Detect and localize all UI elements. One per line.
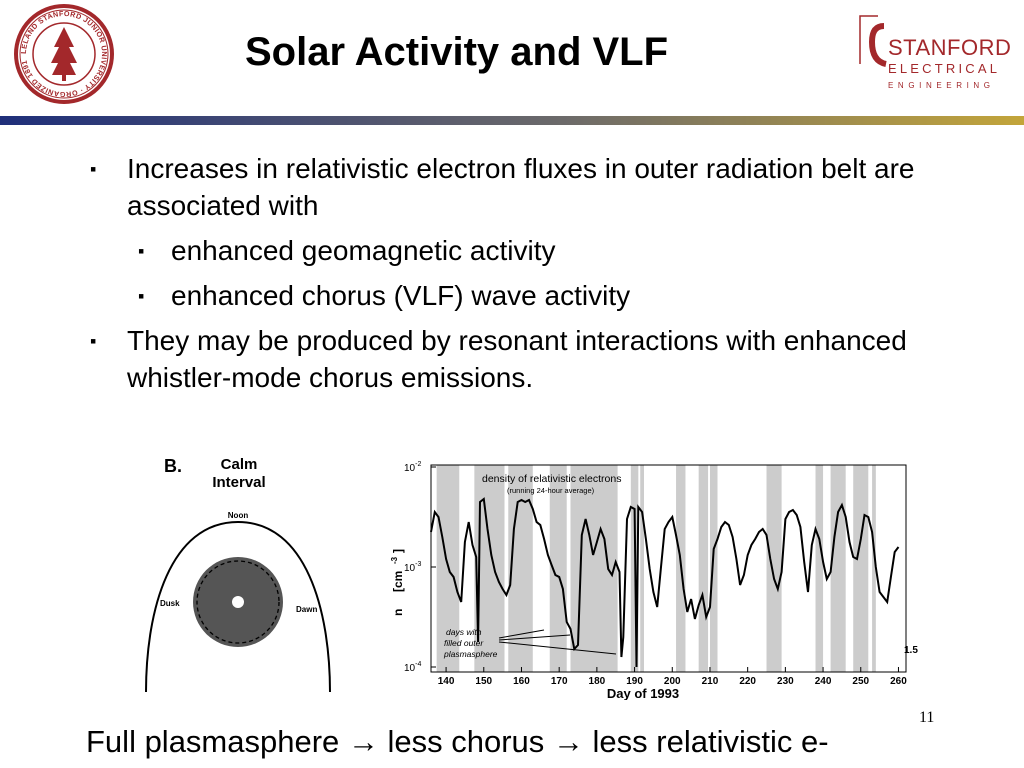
y-tick-label: 10-3	[404, 561, 421, 574]
dawn-label: Dawn	[296, 605, 317, 614]
bullet-list: ▪ Increases in relativistic electron flu…	[90, 150, 970, 396]
header-divider	[0, 116, 1024, 125]
stanford-seal-logo: LELAND STANFORD JUNIOR UNIVERSITY · ORGA…	[14, 4, 114, 104]
earth-marker	[232, 596, 244, 608]
shaded-day-band	[830, 465, 846, 672]
x-tick-label: 190	[626, 676, 643, 687]
y-axis-label-main: n	[391, 609, 405, 616]
x-tick-label: 160	[513, 676, 530, 687]
plot-frame	[430, 464, 907, 673]
y-axis-label-exp: -3	[390, 556, 399, 564]
magnetopause-boundary	[145, 520, 331, 693]
arrow-note-line1: days with	[446, 627, 482, 637]
x-tick-label: 140	[438, 676, 455, 687]
shaded-day-band	[709, 465, 718, 672]
series-line-density	[430, 497, 900, 668]
bullet-item: ▪ They may be produced by resonant inter…	[90, 322, 970, 396]
noon-label: Noon	[228, 511, 249, 520]
shaded-day-band	[549, 465, 567, 672]
bullet-marker: ▪	[90, 159, 97, 179]
sub-bullet-text: enhanced chorus (VLF) wave activity	[171, 280, 631, 311]
y-tick-label: 10-4	[404, 661, 421, 674]
diagram-title: Calm	[221, 456, 258, 473]
page-number: 11	[919, 709, 935, 726]
slide-title: Solar Activity and VLF	[245, 30, 669, 74]
shaded-day-band	[698, 465, 709, 672]
bullet-marker: ▪	[138, 286, 145, 306]
x-tick-label: 240	[815, 676, 832, 687]
chart-annotation-title: density of relativistic electrons	[482, 473, 621, 485]
bullet-marker: ▪	[138, 241, 145, 261]
svg-text:ENGINEERING: ENGINEERING	[888, 81, 995, 90]
plasmapause-dashed	[196, 560, 280, 644]
bullet-text: Increases in relativistic electron fluxe…	[127, 153, 915, 221]
bullet-text: They may be produced by resonant interac…	[127, 325, 907, 393]
y-axis-label: n [cm -3 ]	[390, 549, 405, 616]
sub-bullet-item: ▪ enhanced chorus (VLF) wave activity	[138, 277, 970, 314]
y-axis-label-unit: [cm	[391, 571, 405, 592]
x-tick-label: 170	[551, 676, 568, 687]
sub-bullet-item: ▪ enhanced geomagnetic activity	[138, 232, 970, 269]
shaded-day-band	[815, 465, 824, 672]
x-tick-label: 260	[890, 676, 907, 687]
bullet-item: ▪ Increases in relativistic electron flu…	[90, 150, 970, 224]
annotation-arrows	[498, 629, 617, 655]
footer-caption: Full plasmasphere → less chorus → less r…	[86, 724, 829, 759]
x-tick-label: 150	[475, 676, 492, 687]
shaded-day-band	[853, 465, 869, 672]
arrow-note-line2: filled outer	[444, 638, 484, 648]
side-label: 1.5	[904, 645, 918, 656]
x-axis-label: Day of 1993	[607, 686, 679, 700]
sub-bullet-text: enhanced geomagnetic activity	[171, 235, 556, 266]
x-tick-label: 210	[702, 676, 719, 687]
x-tick-label: 220	[739, 676, 756, 687]
shaded-day-band	[640, 465, 644, 672]
axis-ticks: 140 150 160 170 180 190 200 210 220 230 240 250 260 1…	[404, 461, 907, 687]
x-tick-label: 230	[777, 676, 794, 687]
y-axis-label-close: ]	[391, 549, 405, 553]
electron-density-chart: 140 150 160 170 180 190 200 210 220 230 240 250 260 1…	[390, 461, 918, 700]
dusk-label: Dusk	[160, 599, 180, 608]
x-tick-label: 250	[852, 676, 869, 687]
stanford-ee-logo: STANFORD ELECTRICAL ENGINEERING	[859, 15, 1011, 90]
plasmasphere-diagram: B. Calm Interval Noon Dusk Dawn	[145, 456, 331, 693]
svg-text:ELECTRICAL: ELECTRICAL	[888, 61, 1000, 76]
x-tick-label: 200	[664, 676, 681, 687]
bullet-marker: ▪	[90, 331, 97, 351]
arrow-note-line3: plasmasphere	[443, 649, 498, 659]
panel-label: B.	[164, 456, 182, 476]
shaded-day-band	[872, 465, 876, 672]
chart-annotation-subtitle: (running 24-hour average)	[507, 486, 595, 495]
y-tick-label: 10-2	[404, 461, 421, 474]
diagram-subtitle: Interval	[212, 474, 265, 491]
x-tick-label: 180	[589, 676, 606, 687]
svg-text:STANFORD: STANFORD	[888, 35, 1011, 60]
shaded-day-band	[766, 465, 782, 672]
